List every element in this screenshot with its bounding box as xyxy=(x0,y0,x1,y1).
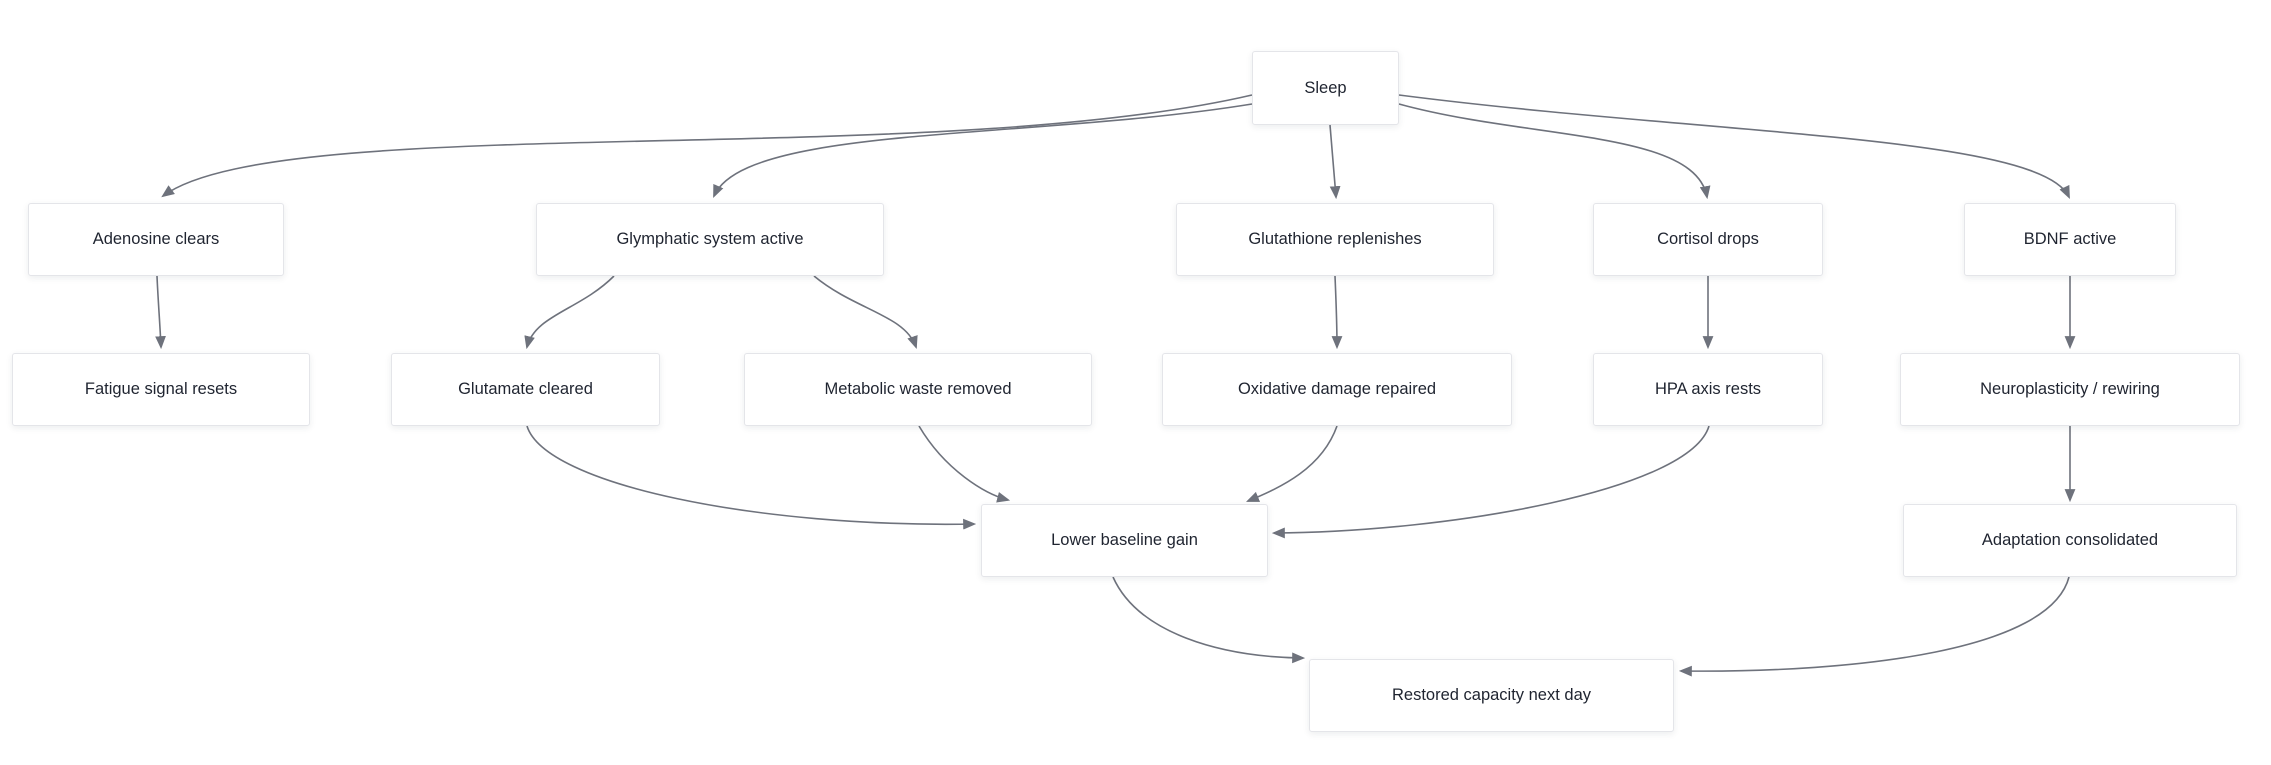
node-adenosine-clears[interactable]: Adenosine clears xyxy=(28,203,284,276)
node-label: Restored capacity next day xyxy=(1391,686,1592,705)
node-label: Adaptation consolidated xyxy=(1981,531,2159,550)
node-label: Neuroplasticity / rewiring xyxy=(1980,380,2160,399)
node-label: Glutamate cleared xyxy=(458,380,593,399)
node-label: Adenosine clears xyxy=(92,230,220,249)
edge-glutathione-replenishes--oxidative-damage-repaired xyxy=(1331,275,1343,350)
edge-glymphatic-system-active--metabolic-waste-removed xyxy=(813,275,918,350)
node-adaptation-consolidated[interactable]: Adaptation consolidated xyxy=(1903,504,2237,577)
edge-sleep--adenosine-clears xyxy=(161,94,1253,198)
node-restored-capacity-next-day[interactable]: Restored capacity next day xyxy=(1309,659,1674,732)
edge-sleep--glutathione-replenishes xyxy=(1329,124,1341,200)
node-metabolic-waste-removed[interactable]: Metabolic waste removed xyxy=(744,353,1092,426)
edge-glymphatic-system-active--glutamate-cleared xyxy=(524,275,615,350)
edge-sleep--cortisol-drops xyxy=(1398,103,1711,200)
node-hpa-axis-rests[interactable]: HPA axis rests xyxy=(1593,353,1823,426)
node-neuroplasticity-rewiring[interactable]: Neuroplasticity / rewiring xyxy=(1900,353,2240,426)
node-label: Metabolic waste removed xyxy=(824,380,1012,399)
node-label: BDNF active xyxy=(2023,230,2117,249)
edge-metabolic-waste-removed--lower-baseline-gain xyxy=(918,425,1011,503)
node-sleep[interactable]: Sleep xyxy=(1252,51,1399,125)
node-label: Cortisol drops xyxy=(1657,230,1759,249)
edge-sleep--bdnf-active xyxy=(1398,94,2070,199)
node-label: Fatigue signal resets xyxy=(84,380,238,399)
edge-oxidative-damage-repaired--lower-baseline-gain xyxy=(1245,425,1338,502)
node-label: HPA axis rests xyxy=(1654,380,1762,399)
edge-hpa-axis-rests--lower-baseline-gain xyxy=(1271,425,1710,539)
edge-lower-baseline-gain--restored-capacity-next-day xyxy=(1112,576,1306,664)
node-lower-baseline-gain[interactable]: Lower baseline gain xyxy=(981,504,1268,577)
node-label: Oxidative damage repaired xyxy=(1237,380,1437,399)
node-cortisol-drops[interactable]: Cortisol drops xyxy=(1593,203,1823,276)
edge-sleep--glymphatic-system-active xyxy=(713,103,1253,198)
node-label: Glymphatic system active xyxy=(616,230,804,249)
edge-glutamate-cleared--lower-baseline-gain xyxy=(526,425,977,530)
node-label: Glutathione replenishes xyxy=(1248,230,1422,249)
node-oxidative-damage-repaired[interactable]: Oxidative damage repaired xyxy=(1162,353,1512,426)
node-label: Lower baseline gain xyxy=(1051,531,1198,550)
node-glymphatic-system-active[interactable]: Glymphatic system active xyxy=(536,203,884,276)
node-bdnf-active[interactable]: BDNF active xyxy=(1964,203,2176,276)
node-fatigue-signal-resets[interactable]: Fatigue signal resets xyxy=(12,353,310,426)
node-label: Sleep xyxy=(1304,78,1347,97)
edge-adaptation-consolidated--restored-capacity-next-day xyxy=(1678,576,2070,677)
node-glutathione-replenishes[interactable]: Glutathione replenishes xyxy=(1176,203,1494,276)
edge-adenosine-clears--fatigue-signal-resets xyxy=(155,275,166,350)
node-glutamate-cleared[interactable]: Glutamate cleared xyxy=(391,353,660,426)
